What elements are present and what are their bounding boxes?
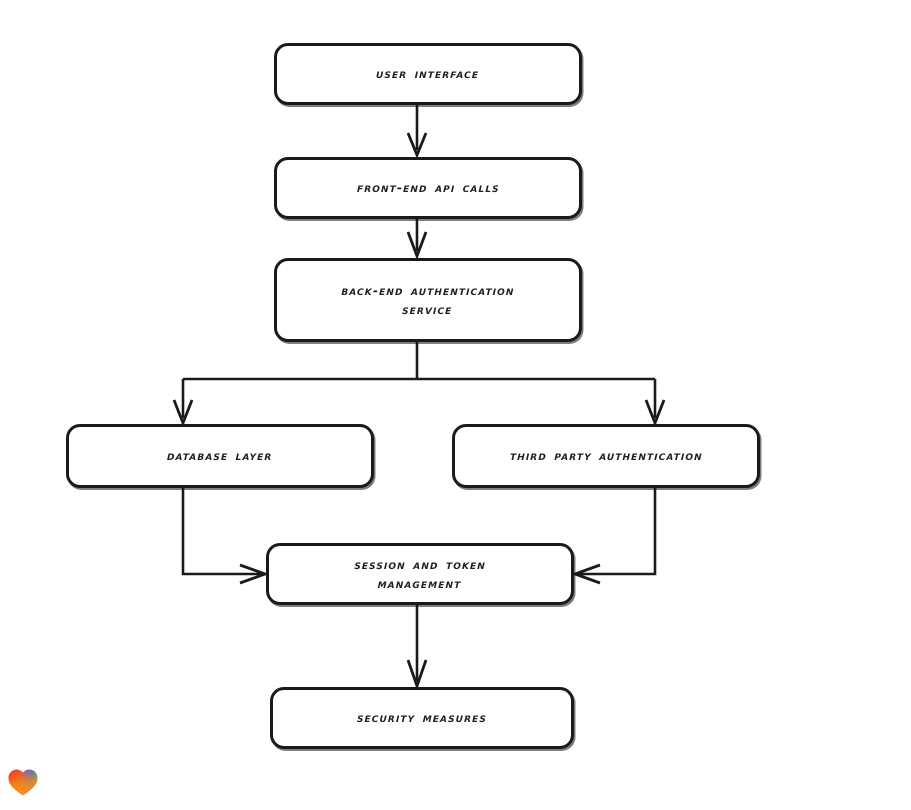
node-security-measures[interactable]: Security Measures: [270, 687, 574, 749]
edge-backend-split-stem: [183, 342, 655, 381]
edge-ui-to-api: [406, 105, 428, 159]
node-third-party-auth[interactable]: Third Party Authentication: [452, 424, 760, 488]
edge-api-to-backend: [406, 219, 428, 260]
node-label: Database Layer: [167, 448, 273, 464]
edge-session-to-security: [406, 605, 428, 691]
node-frontend-api-calls[interactable]: Front-End API Calls: [274, 157, 582, 219]
node-label: Front-End API Calls: [356, 180, 500, 196]
node-label: User Interface: [376, 66, 480, 82]
node-label: Back-End Authentication Service: [341, 282, 516, 317]
node-label: Security Measures: [356, 710, 488, 726]
node-session-token-management[interactable]: Session and Token Management: [266, 543, 574, 605]
edge-backend-to-third: [644, 379, 666, 427]
edge-backend-to-db: [172, 379, 194, 427]
node-backend-auth-service[interactable]: Back-End Authentication Service: [274, 258, 582, 342]
node-user-interface[interactable]: User Interface: [274, 43, 582, 105]
node-label: Third Party Authentication: [509, 448, 703, 464]
edge-third-to-session: [570, 488, 657, 585]
edge-db-to-session: [181, 488, 270, 585]
heart-logo: [8, 769, 38, 796]
node-label: Session and Token Management: [354, 556, 487, 591]
node-database-layer[interactable]: Database Layer: [66, 424, 374, 488]
